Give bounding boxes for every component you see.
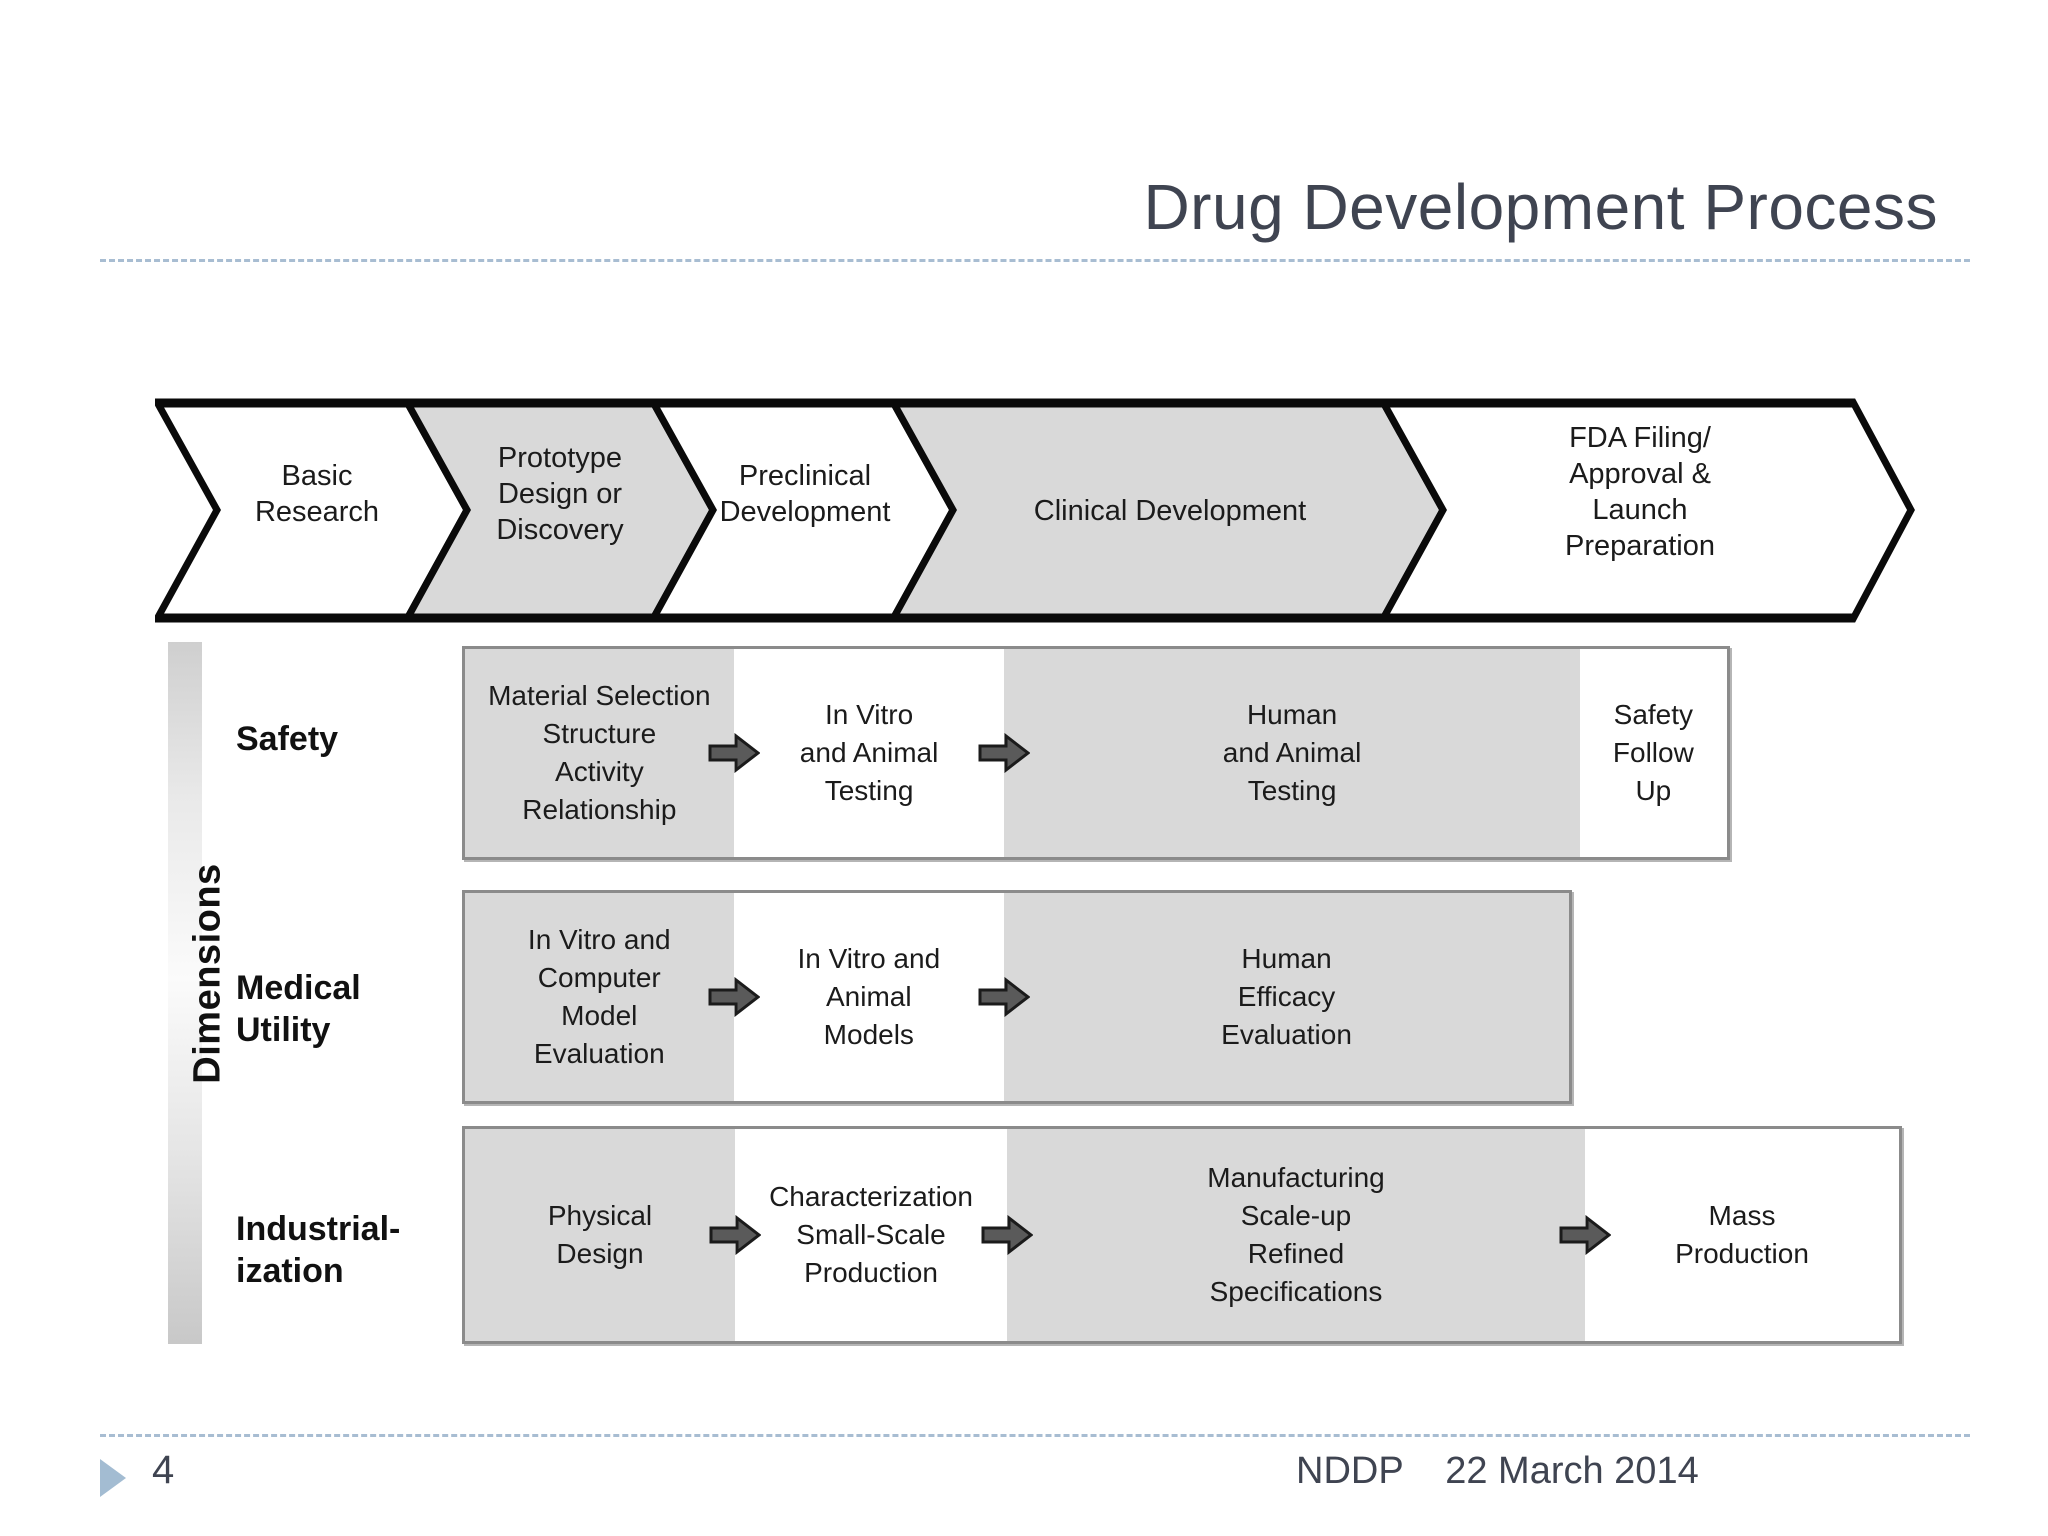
cell-text: Material Selection Structure Activity Re… bbox=[488, 680, 711, 825]
title-divider bbox=[100, 259, 1970, 262]
cell-text: Manufacturing Scale-up Refined Specifica… bbox=[1207, 1162, 1385, 1307]
cell-text: In Vitro and Animal Testing bbox=[799, 699, 939, 806]
cell-text: Human and Animal Testing bbox=[1222, 699, 1362, 806]
cell-text: In Vitro and Computer Model Evaluation bbox=[527, 924, 671, 1069]
cell-safety-0: Material Selection Structure Activity Re… bbox=[465, 649, 760, 857]
step-arrow-icon bbox=[978, 733, 1031, 773]
chevron-shape-0 bbox=[155, 398, 471, 623]
row-label-medical-utility: Medical Utility bbox=[236, 969, 361, 1049]
step-arrow-icon bbox=[978, 977, 1031, 1017]
cell-text: Characterization Small-Scale Production bbox=[769, 1181, 973, 1288]
cell-safety-1: In Vitro and Animal Testing bbox=[733, 649, 1031, 857]
chevron-shape-3 bbox=[887, 398, 1447, 623]
cell-safety-2: Human and Animal Testing bbox=[1004, 649, 1580, 857]
cell-text: Physical Design bbox=[547, 1200, 653, 1269]
chevron-shape-4 bbox=[1377, 398, 1915, 623]
cell-industrial-0: Physical Design bbox=[465, 1129, 761, 1341]
footer-divider bbox=[100, 1434, 1970, 1437]
play-triangle-icon bbox=[100, 1459, 126, 1497]
step-arrow-icon bbox=[708, 977, 760, 1017]
cell-medical-0: In Vitro and Computer Model Evaluation bbox=[465, 893, 760, 1101]
dimensions-axis-label: Dimensions bbox=[186, 863, 229, 1084]
cell-text: Safety Follow Up bbox=[1612, 699, 1694, 806]
phase-chevron-banner: Basic Research Prototype Design or Disco… bbox=[155, 398, 1915, 623]
step-arrow-icon bbox=[708, 733, 760, 773]
cell-industrial-1: Characterization Small-Scale Production bbox=[735, 1129, 1033, 1341]
footer-right-text: NDDP 22 March 2014 bbox=[1296, 1450, 1699, 1492]
page-title: Drug Development Process bbox=[1143, 171, 1938, 243]
dimensions-gradient-bar: Dimensions bbox=[168, 642, 229, 1344]
cell-text: Mass Production bbox=[1675, 1200, 1809, 1269]
cell-safety-3: Safety Follow Up bbox=[1579, 649, 1727, 857]
dimension-row-industrialization: Physical Design Characterization Small-S… bbox=[462, 1126, 1902, 1344]
slide-number: 4 bbox=[152, 1448, 175, 1492]
cell-medical-1: In Vitro and Animal Models bbox=[733, 893, 1031, 1101]
dimension-row-safety: Material Selection Structure Activity Re… bbox=[462, 646, 1730, 860]
step-arrow-icon bbox=[981, 1215, 1033, 1255]
dimension-row-medical-utility: In Vitro and Computer Model Evaluation I… bbox=[462, 890, 1572, 1104]
cell-text: Human Efficacy Evaluation bbox=[1221, 943, 1352, 1050]
cell-text: In Vitro and Animal Models bbox=[797, 943, 941, 1050]
cell-medical-2: Human Efficacy Evaluation bbox=[1004, 893, 1570, 1101]
row-label-safety: Safety bbox=[236, 720, 339, 758]
row-label-industrialization: Industrial- ization bbox=[236, 1210, 401, 1290]
title-area: Drug Development Process bbox=[0, 170, 2048, 260]
step-arrow-icon bbox=[1559, 1215, 1611, 1255]
cell-industrial-2: Manufacturing Scale-up Refined Specifica… bbox=[1007, 1129, 1611, 1341]
step-arrow-icon bbox=[709, 1215, 761, 1255]
cell-industrial-3: Mass Production bbox=[1585, 1129, 1899, 1341]
